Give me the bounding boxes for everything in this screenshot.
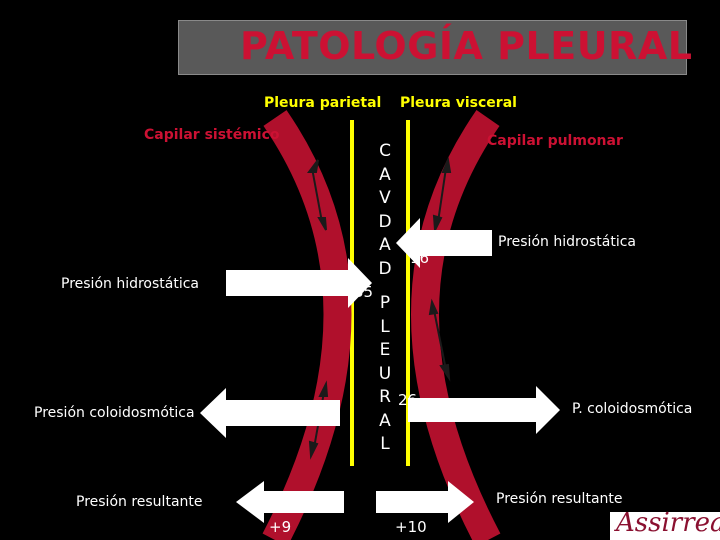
cavidad-letter: V — [379, 188, 391, 208]
cavidad-letter: D — [378, 258, 392, 279]
right-oncotic-arrow — [408, 386, 560, 434]
pleura-visceral-label: Pleura visceral — [400, 95, 517, 111]
right-hydrostatic-arrow — [396, 218, 492, 268]
flow-arrow-right-bottom — [433, 309, 447, 371]
pleura-letter: R — [379, 387, 391, 407]
flow-arrow-left-top — [311, 167, 323, 223]
left-resultant-arrow — [236, 481, 344, 523]
right-oncotic-value: 26 — [398, 391, 418, 409]
pleura-letter: A — [379, 410, 391, 431]
flow-arrow-right-top — [437, 167, 447, 223]
slide-title: PATOLOGÍA PLEURAL — [240, 24, 693, 68]
cavidad-letter: D — [378, 211, 392, 232]
pleura-parietal-label: Pleura parietal — [264, 95, 382, 111]
cavidad-letter: A — [379, 235, 391, 255]
pleura-letter: U — [378, 363, 392, 384]
presion-coloidosmotica-right-label: P. coloidosmótica — [572, 401, 693, 417]
presion-coloidosmotica-left-label: Presión coloidosmótica — [34, 405, 195, 421]
left-oncotic-arrow — [200, 388, 340, 438]
presion-resultante-left-label: Presión resultante — [76, 494, 203, 510]
title-box — [178, 20, 687, 75]
right-resultant-arrow — [376, 481, 474, 523]
capilar-pulmonar-label: Capilar pulmonar — [487, 133, 623, 149]
pleura-letter: E — [379, 340, 391, 360]
presion-resultante-right-label: Presión resultante — [496, 491, 623, 507]
systemic-capillary — [262, 110, 352, 540]
pulmonary-capillary — [411, 110, 501, 540]
cavidad-letter: A — [379, 164, 391, 185]
logo-background — [610, 512, 720, 540]
cavidad-letter: C — [379, 141, 391, 161]
left-result-value: +9 — [269, 518, 292, 536]
left-hydrostatic-arrow — [226, 258, 372, 308]
pleura-letter: P — [379, 293, 391, 313]
pleura-letter: L — [380, 434, 390, 454]
right-result-value: +10 — [395, 518, 427, 536]
capilar-sistemico-label: Capilar sistémico — [144, 127, 280, 143]
logo: Assirrea — [616, 508, 720, 538]
pleura-letter: L — [380, 316, 390, 337]
left-hydrostatic-value: 35 — [354, 283, 374, 301]
presion-hidrostatica-left-label: Presión hidrostática — [61, 276, 200, 292]
right-hydrostatic-value: 16 — [410, 249, 430, 267]
presion-hidrostatica-right-label: Presión hidrostática — [498, 234, 637, 250]
